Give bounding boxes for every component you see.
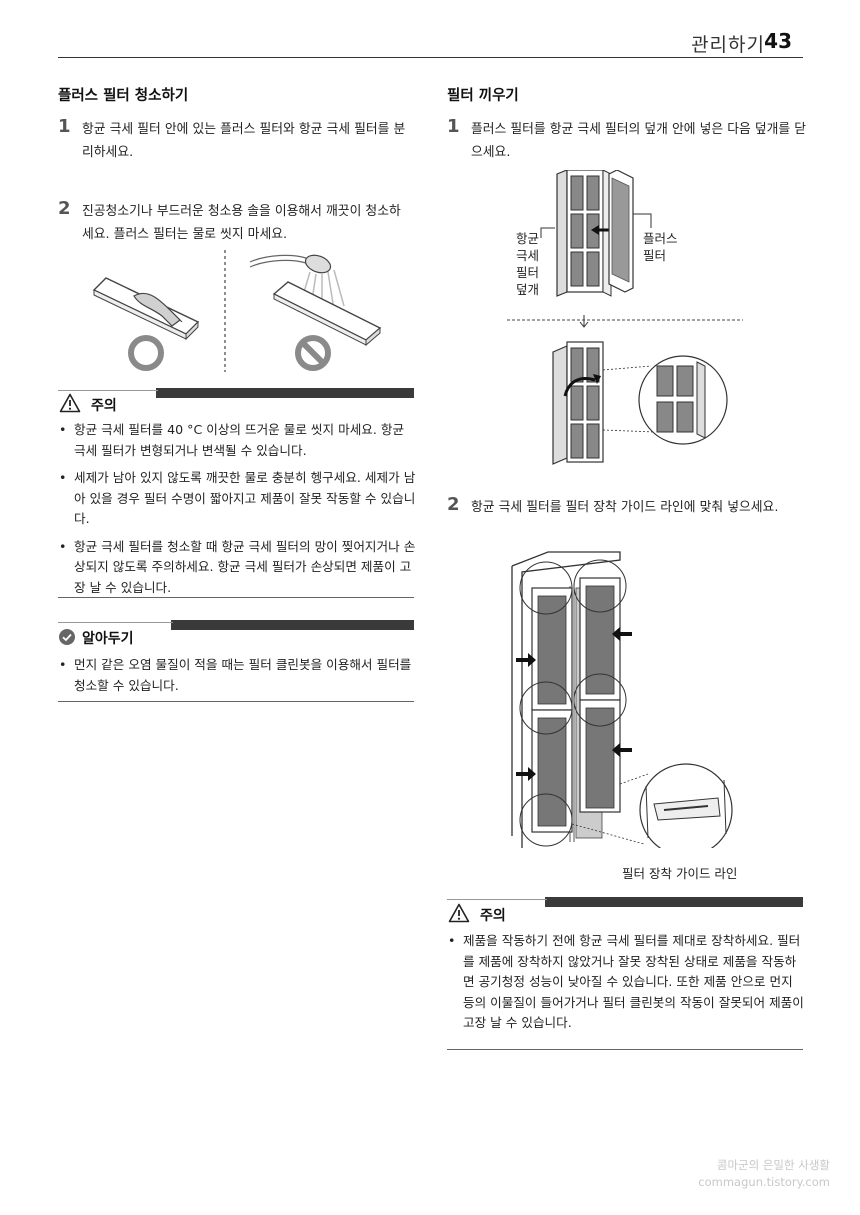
installed-filter-left — [531, 587, 573, 833]
filter-cover-figure — [556, 170, 612, 297]
note-list: 먼지 같은 오염 물질이 적을 때는 필터 클린봇을 이용해서 필터를 청소할 … — [58, 655, 418, 703]
guide-line-caption: 필터 장착 가이드 라인 — [622, 866, 738, 881]
watermark-line2: commagun.tistory.com — [698, 1175, 830, 1189]
note-header-bar — [171, 620, 414, 630]
page-section-title: 관리하기 — [691, 34, 765, 56]
installed-filter-right — [579, 577, 621, 813]
watermark: 콤마군의 은밀한 사생활 commagun.tistory.com — [698, 1157, 830, 1191]
header-rule — [58, 57, 803, 58]
list-item: 항균 극세 필터를 청소할 때 항균 극세 필터의 망이 찢어지거나 손상되지 … — [58, 537, 418, 599]
note-title: 알아두기 — [82, 631, 134, 647]
left-step-1-number: 1 — [58, 116, 71, 137]
right-heading: 필터 끼우기 — [447, 88, 519, 104]
list-item: 제품을 작동하기 전에 항균 극세 필터를 제대로 장착하세요. 필터를 제품에… — [447, 931, 807, 1034]
list-item: 먼지 같은 오염 물질이 적을 때는 필터 클린봇을 이용해서 필터를 청소할 … — [58, 655, 418, 696]
right-caution-thin-line — [447, 899, 547, 900]
cleaning-illustration — [92, 250, 382, 372]
warning-triangle-icon — [448, 903, 470, 923]
right-caution-list: 제품을 작동하기 전에 항균 극세 필터를 제대로 장착하세요. 필터를 제품에… — [447, 931, 807, 1041]
left-heading: 플러스 필터 청소하기 — [58, 88, 189, 104]
closing-cover-figure — [552, 341, 728, 465]
caution-header-thin-line — [58, 390, 158, 391]
watermark-line1: 콤마군의 은밀한 사생활 — [716, 1158, 830, 1172]
right-caution-header-bar — [545, 897, 803, 907]
prohibited-icon — [295, 335, 331, 371]
right-caution-bottom-rule — [447, 1049, 803, 1050]
filter-insert-illustration — [507, 170, 743, 465]
brush-cleaning-figure — [92, 277, 200, 341]
right-step-1-text: 플러스 필터를 항균 극세 필터의 덮개 안에 넣은 다음 덮개를 닫으세요. — [471, 122, 807, 160]
plus-filter-label: 플러스 필터 — [643, 231, 678, 263]
left-step-1-text: 항균 극세 필터 안에 있는 플러스 필터와 항균 극세 필터를 분리하세요. — [82, 122, 406, 160]
right-step-1-number: 1 — [447, 116, 460, 137]
highlight-circles — [519, 559, 627, 847]
filter-installation-illustration — [511, 551, 733, 848]
left-caution-list: 항균 극세 필터를 40 °C 이상의 뜨거운 물로 씻지 마세요. 항균 극세… — [58, 420, 418, 605]
list-item: 항균 극세 필터를 40 °C 이상의 뜨거운 물로 씻지 마세요. 항균 극세… — [58, 420, 418, 461]
page-number: 43 — [764, 29, 792, 53]
left-caution-title: 주의 — [91, 398, 117, 414]
plus-filter-figure — [608, 170, 634, 293]
insert-arrows — [516, 627, 632, 781]
warning-triangle-icon — [59, 393, 81, 413]
left-step-2-text: 진공청소기나 부드러운 청소용 솔을 이용해서 깨끗이 청소하세요. 플러스 필… — [82, 204, 401, 242]
note-header-thin-line — [58, 622, 173, 623]
caution-header-bar — [156, 388, 414, 398]
antibacterial-cover-label: 항균 극세 필터 덮개 — [516, 231, 540, 297]
water-washing-figure — [249, 254, 382, 347]
caution-bottom-rule — [58, 597, 414, 598]
check-circle-icon — [59, 629, 75, 645]
right-step-2-number: 2 — [447, 494, 460, 515]
right-step-2-text: 항균 극세 필터를 필터 장착 가이드 라인에 맞춰 넣으세요. — [471, 500, 779, 515]
note-bottom-rule — [58, 701, 414, 702]
right-caution-title: 주의 — [480, 908, 506, 924]
ok-circle-icon — [128, 335, 164, 371]
list-item: 세제가 남아 있지 않도록 깨끗한 물로 충분히 헹구세요. 세제가 남아 있을… — [58, 468, 418, 530]
left-step-2-number: 2 — [58, 198, 71, 219]
